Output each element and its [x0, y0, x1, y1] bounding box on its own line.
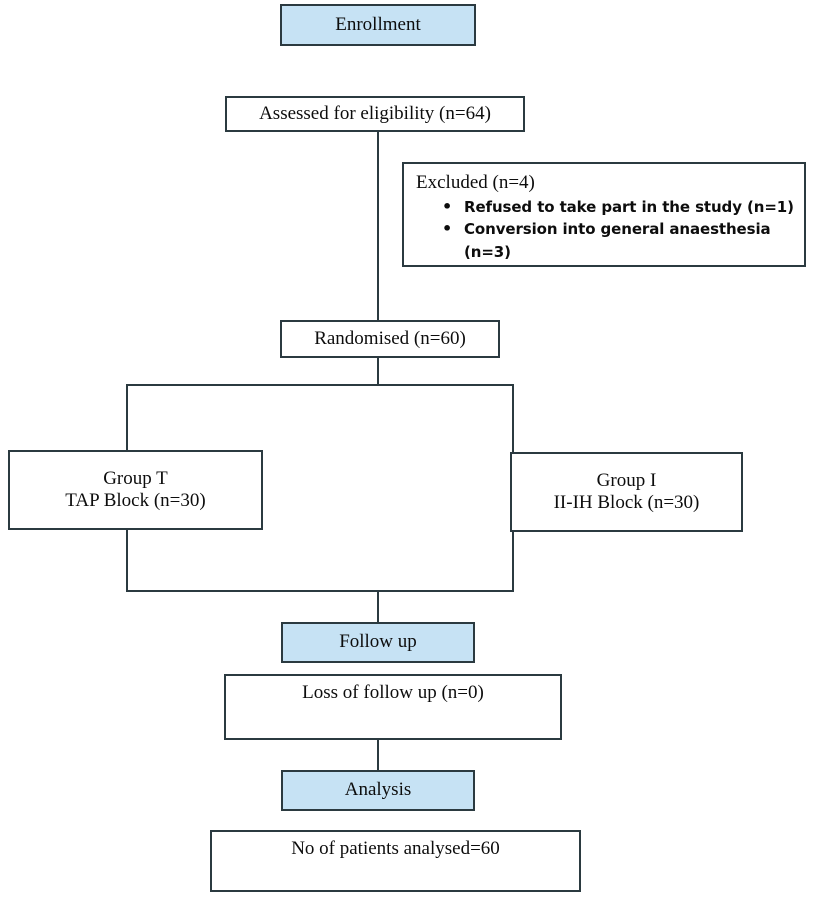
node-randomised-label: Randomised (n=60) [314, 327, 466, 349]
connector-allocation-split-bar [126, 384, 514, 386]
node-enrollment: Enrollment [280, 4, 476, 46]
node-randomised: Randomised (n=60) [280, 320, 500, 358]
connector-merge-bar [126, 590, 514, 592]
connector-group-t-to-merge [126, 530, 128, 592]
node-group-i: Group I II-IH Block (n=30) [510, 452, 743, 532]
list-item: Conversion into general anaesthesia (n=3… [442, 217, 794, 263]
node-analysis-label: Analysis [344, 779, 412, 801]
connector-randomised-down [377, 357, 379, 386]
node-excluded: Excluded (n=4) Refused to take part in t… [402, 162, 806, 267]
node-enrollment-label: Enrollment [335, 13, 421, 35]
node-follow-up: Follow up [281, 622, 475, 663]
node-loss-of-follow-up-label: Loss of follow up (n=0) [302, 682, 484, 703]
node-assessed-for-eligibility-label: Assessed for eligibility (n=64) [259, 102, 491, 124]
node-analysis: Analysis [281, 770, 475, 811]
node-group-t: Group T TAP Block (n=30) [8, 450, 263, 530]
node-excluded-title: Excluded (n=4) [416, 172, 535, 193]
node-loss-of-follow-up: Loss of follow up (n=0) [224, 674, 562, 740]
node-patients-analysed-label: No of patients analysed=60 [291, 838, 500, 859]
node-follow-up-label: Follow up [339, 631, 417, 653]
node-group-i-label: Group I II-IH Block (n=30) [553, 469, 700, 513]
node-patients-analysed: No of patients analysed=60 [210, 830, 581, 892]
list-item: Refused to take part in the study (n=1) [442, 195, 794, 218]
connector-split-to-group-t [126, 384, 128, 452]
connector-split-to-group-i [512, 384, 514, 454]
connector-merge-to-follow-up [377, 590, 379, 623]
node-group-t-label: Group T TAP Block (n=30) [65, 467, 206, 511]
node-excluded-list: Refused to take part in the study (n=1) … [416, 195, 794, 264]
connector-group-i-to-merge [512, 532, 514, 592]
connector-assessed-to-randomised [377, 131, 379, 321]
connector-loss-to-analysis [377, 739, 379, 771]
node-assessed-for-eligibility: Assessed for eligibility (n=64) [225, 96, 525, 132]
